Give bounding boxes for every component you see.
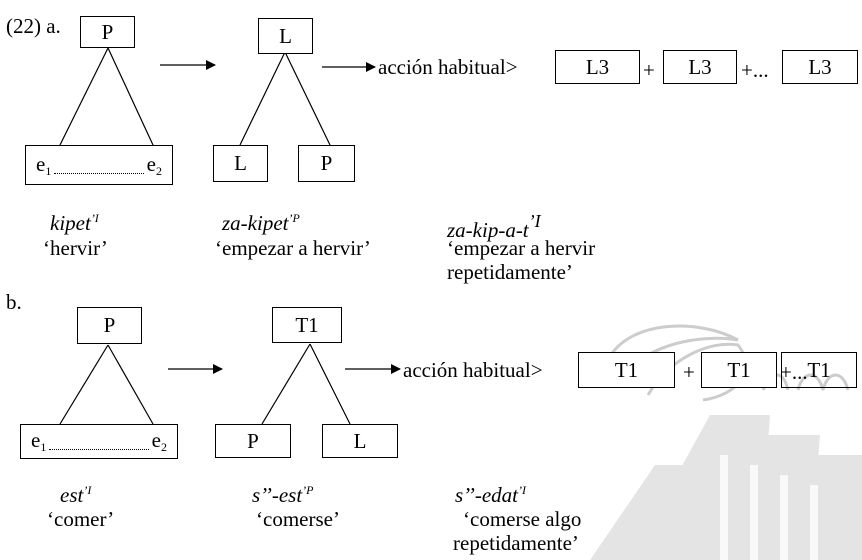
word-a1: kipet’I: [50, 211, 99, 235]
tree-a1-right-branch: [107, 47, 154, 146]
tree-a1-root-node: P: [80, 16, 135, 48]
tree-b2-right-node: L: [322, 424, 398, 458]
tree-a2-root-node: L: [258, 18, 313, 54]
gloss-b2: ‘comerse’: [256, 507, 340, 531]
event-e1: e1: [36, 151, 52, 178]
event-dotted-span: [49, 449, 149, 450]
word-b1: est’I: [60, 483, 92, 507]
word-b3: s’’-edat’I: [455, 483, 526, 507]
sequence-a-item-1: L3: [555, 50, 640, 84]
gloss-a2: ‘empezar a hervir’: [215, 236, 371, 260]
tree-b1-right-branch: [107, 344, 154, 425]
gloss-b3-line1: ‘comerse algo: [463, 507, 582, 531]
example-number: (22) a.: [6, 14, 61, 38]
sequence-a-ellipsis: +...: [741, 58, 769, 82]
tree-b2-root-node: T1: [272, 307, 342, 343]
tree-a1-event-node: e1 e2: [25, 145, 173, 185]
sequence-a-item-3: L3: [782, 50, 858, 84]
word-b2: s’’-est’P: [252, 483, 314, 507]
watermark-logo: [590, 415, 862, 560]
tree-a1-left-branch: [59, 47, 109, 146]
tree-b2-left-node: P: [215, 424, 291, 458]
gloss-b3-line2: repetidamente’: [453, 531, 579, 555]
sequence-a-plus: +: [643, 58, 655, 82]
sequence-b-item-1: T1: [578, 352, 675, 388]
gloss-a3-line1: ‘empezar a hervir: [447, 236, 596, 260]
gloss-b1: ‘comer’: [47, 507, 115, 531]
sequence-b-ellipsis: +...: [780, 360, 808, 384]
event-dotted-span: [54, 172, 144, 174]
sequence-a-item-2: L3: [663, 50, 737, 84]
tree-a2-left-branch: [239, 51, 286, 146]
word-a3: za-kip-a-t’I: [447, 211, 541, 242]
tree-b1-event-node: e1 e2: [20, 424, 178, 459]
tree-b1-root-node: P: [77, 307, 142, 344]
event-e2: e2: [151, 428, 167, 454]
event-e1: e1: [31, 428, 47, 454]
gloss-a1: ‘hervir’: [43, 236, 108, 260]
sequence-b-item-2: T1: [701, 352, 777, 388]
tree-b2-left-branch: [261, 343, 311, 425]
habitual-label-a: acción habitual>: [378, 55, 518, 79]
sequence-b-item-3: T1: [781, 352, 857, 388]
panel-b-label: b.: [6, 290, 22, 314]
tree-a2-right-branch: [284, 51, 331, 146]
gloss-a3-line2: repetidamente’: [447, 260, 573, 284]
tree-a2-left-node: L: [213, 145, 268, 182]
tree-b2-right-branch: [309, 343, 351, 425]
tree-b1-left-branch: [59, 344, 109, 425]
event-e2: e2: [146, 151, 162, 178]
tree-a2-right-node: P: [298, 145, 355, 182]
habitual-label-b: acción habitual>: [403, 358, 543, 382]
word-a2: za-kipet’P: [222, 211, 300, 235]
sequence-b-plus: +: [683, 360, 695, 384]
